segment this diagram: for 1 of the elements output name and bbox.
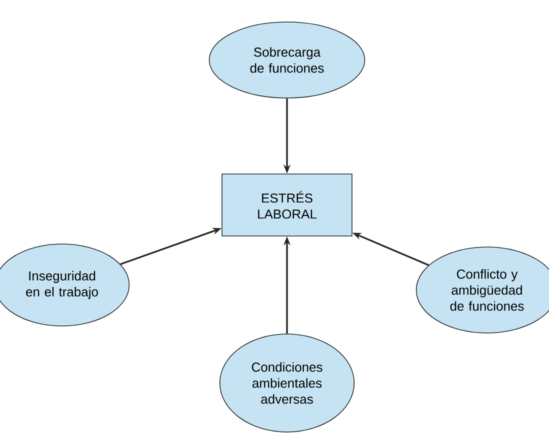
process-box: ESTRÉS LABORAL: [222, 174, 352, 236]
